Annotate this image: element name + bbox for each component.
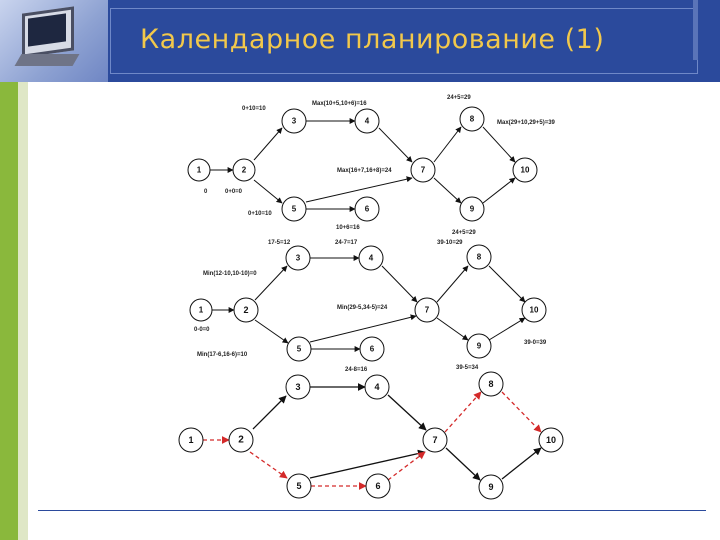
edge-2-3 bbox=[253, 396, 286, 429]
annotation: Min(12-10,10-10)=0 bbox=[203, 271, 257, 277]
edge-9-10 bbox=[502, 448, 541, 479]
node-label: 6 bbox=[375, 481, 380, 491]
annotation: 24-7=17 bbox=[335, 240, 358, 246]
annotation: Max(10+5,10+6)=16 bbox=[312, 101, 367, 107]
diagram-critical-path bbox=[203, 387, 541, 486]
annotation: 0+10=10 bbox=[242, 106, 266, 112]
node-label: 5 bbox=[296, 481, 301, 491]
edge-7-9 bbox=[446, 448, 480, 480]
node-label: 1 bbox=[188, 435, 193, 445]
node-label: 3 bbox=[295, 382, 300, 392]
edge-4-7 bbox=[382, 266, 417, 302]
edge-2-3 bbox=[254, 128, 282, 160]
edge-5-7 bbox=[306, 178, 412, 202]
node-label: 10 bbox=[530, 306, 539, 315]
node-label: 7 bbox=[421, 166, 426, 175]
edge-9-10 bbox=[489, 318, 525, 340]
annotation: 39-10=29 bbox=[437, 240, 463, 246]
critical-edge-2-5 bbox=[250, 452, 287, 478]
annotation: 39-5=34 bbox=[456, 365, 479, 371]
edge-7-9 bbox=[437, 318, 468, 340]
edge-4-7 bbox=[379, 128, 412, 162]
edge-8-10 bbox=[483, 127, 515, 162]
diagram-earliest-times bbox=[210, 121, 515, 209]
node-label: 3 bbox=[296, 254, 301, 263]
diagram-2-nodes: 1 2 3 4 5 6 7 8 9 10 bbox=[190, 245, 546, 361]
annotation: 24+5=29 bbox=[447, 95, 471, 101]
node-label: 4 bbox=[365, 117, 370, 126]
diagram-1-nodes: 1 2 3 4 5 6 7 8 9 10 bbox=[188, 107, 537, 221]
annotation: 0 bbox=[204, 189, 208, 195]
node-label: 6 bbox=[370, 345, 375, 354]
node-label: 10 bbox=[546, 435, 556, 445]
annotation: 24+5=29 bbox=[452, 230, 476, 236]
edge-7-8 bbox=[434, 127, 461, 162]
node-label: 7 bbox=[432, 435, 437, 445]
annotation: 39-0=39 bbox=[524, 340, 547, 346]
annotation: Max(16+7,16+8)=24 bbox=[337, 168, 392, 174]
annotation: Max(29+10,29+5)=39 bbox=[497, 120, 556, 126]
node-label: 2 bbox=[242, 166, 247, 175]
edge-2-3 bbox=[255, 266, 287, 300]
annotation: 0+0=0 bbox=[225, 189, 243, 195]
node-label: 4 bbox=[369, 254, 374, 263]
annotation: 24-8=16 bbox=[345, 367, 368, 373]
annotation: 17-5=12 bbox=[268, 240, 291, 246]
edge-7-9 bbox=[434, 178, 461, 203]
node-label: 6 bbox=[365, 205, 370, 214]
node-label: 7 bbox=[425, 306, 430, 315]
annotation: 10+6=16 bbox=[336, 225, 360, 231]
node-label: 1 bbox=[199, 306, 204, 315]
diagram-3-nodes: 1 2 3 4 5 6 7 8 9 10 bbox=[179, 372, 563, 499]
node-label: 9 bbox=[477, 342, 482, 351]
node-label: 10 bbox=[521, 166, 530, 175]
annotation: 0+10=10 bbox=[248, 211, 272, 217]
node-label: 3 bbox=[292, 117, 297, 126]
node-label: 8 bbox=[470, 115, 475, 124]
node-label: 9 bbox=[470, 205, 475, 214]
edge-4-7 bbox=[388, 395, 426, 430]
edge-9-10 bbox=[483, 178, 515, 203]
critical-edge-8-10 bbox=[502, 392, 541, 432]
annotation: Min(29-5,34-5)=24 bbox=[337, 305, 388, 311]
edge-2-5 bbox=[255, 320, 288, 343]
edge-5-7 bbox=[310, 316, 416, 342]
node-label: 5 bbox=[292, 205, 297, 214]
node-label: 1 bbox=[197, 166, 202, 175]
node-label: 9 bbox=[488, 482, 493, 492]
critical-edge-7-8 bbox=[445, 392, 481, 432]
node-label: 5 bbox=[297, 345, 302, 354]
edge-7-8 bbox=[437, 266, 468, 302]
node-label: 8 bbox=[477, 253, 482, 262]
annotation: 0-0=0 bbox=[194, 327, 210, 333]
node-label: 2 bbox=[238, 435, 244, 446]
diagram-1-annotations: 0+10=10 Max(10+5,10+6)=16 24+5=29 Max(29… bbox=[204, 95, 556, 236]
node-label: 2 bbox=[243, 305, 248, 315]
node-label: 4 bbox=[374, 382, 379, 392]
edge-2-5 bbox=[254, 180, 282, 203]
node-label: 8 bbox=[488, 379, 493, 389]
annotation: Min(17-6,16-6)=10 bbox=[197, 352, 248, 358]
edge-8-10 bbox=[489, 266, 525, 302]
